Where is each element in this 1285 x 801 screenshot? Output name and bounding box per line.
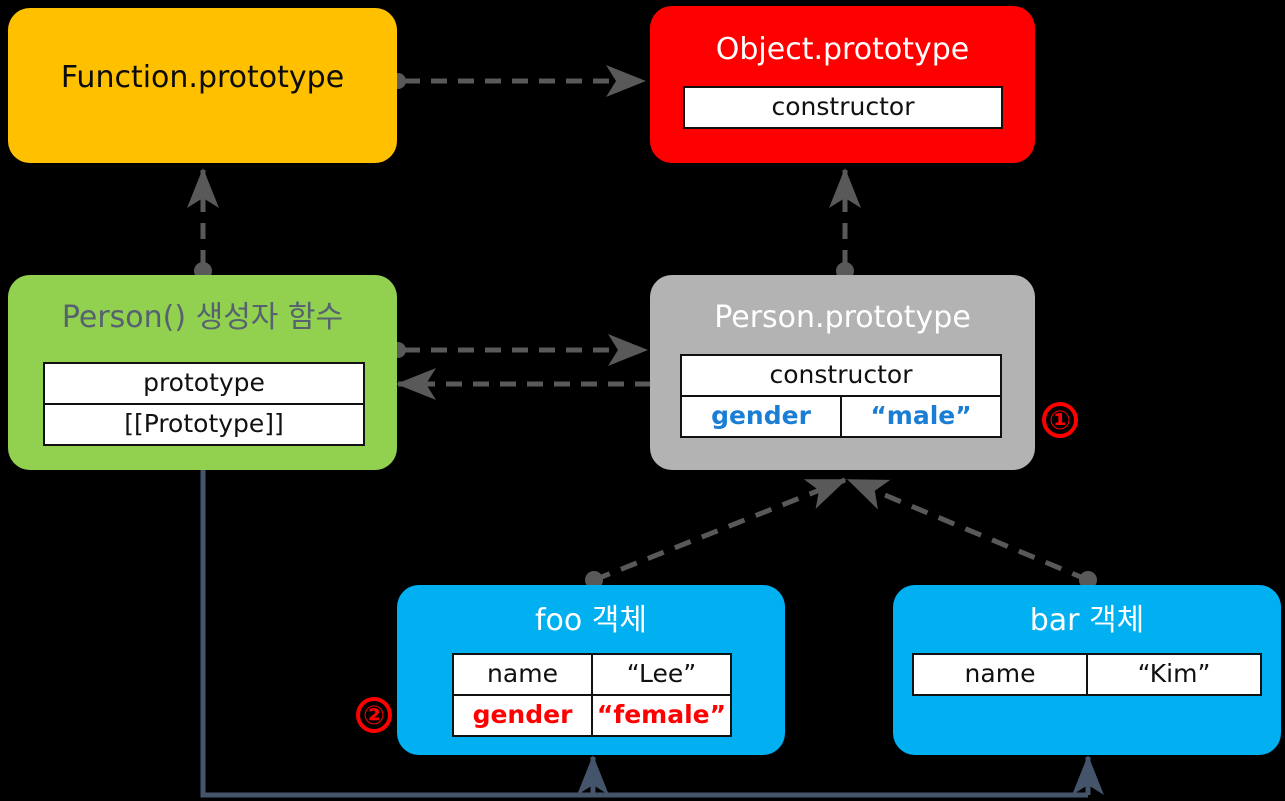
node-function-prototype[interactable]: Function.prototype xyxy=(8,8,397,163)
node-bar-object-slots: name “Kim” xyxy=(912,653,1262,696)
node-bar-object-title: bar 객체 xyxy=(1029,603,1145,638)
slot-row: name “Kim” xyxy=(914,655,1260,694)
slot-row: [[Prototype]] xyxy=(45,403,363,444)
slot-value: “Lee” xyxy=(591,655,730,694)
slot-key: gender xyxy=(682,397,840,436)
node-foo-object-title: foo 객체 xyxy=(534,603,647,638)
node-foo-object[interactable]: foo 객체 name “Lee” gender “female” xyxy=(397,585,785,755)
edge-person-prototype-to-object-prototype xyxy=(828,167,861,280)
node-object-prototype-slots: constructor xyxy=(683,86,1003,129)
node-person-prototype-title: Person.prototype xyxy=(714,300,971,335)
slot-value: “female” xyxy=(591,696,730,735)
slot-key: constructor xyxy=(685,88,1001,127)
node-person-constructor[interactable]: Person() 생성자 함수 prototype [[Prototype]] xyxy=(8,275,397,470)
slot-key: gender xyxy=(454,696,591,735)
edge-person-constructor-to-person-prototype xyxy=(390,333,649,366)
node-foo-object-slots: name “Lee” gender “female” xyxy=(452,653,732,737)
slot-row: gender “female” xyxy=(454,694,730,735)
slot-row: name “Lee” xyxy=(454,655,730,694)
node-object-prototype[interactable]: Object.prototype constructor xyxy=(650,6,1035,163)
node-person-constructor-slots: prototype [[Prototype]] xyxy=(43,362,365,446)
node-bar-object[interactable]: bar 객체 name “Kim” xyxy=(893,585,1281,755)
slot-row: constructor xyxy=(682,356,1000,395)
slot-key: [[Prototype]] xyxy=(45,405,363,444)
node-person-constructor-title: Person() 생성자 함수 xyxy=(61,300,344,335)
slot-key: name xyxy=(914,655,1086,694)
slot-value: “male” xyxy=(840,397,1000,436)
slot-key: constructor xyxy=(682,356,1000,395)
edge-function-prototype-to-object-prototype xyxy=(390,64,647,97)
edge-person-constructor-to-function-prototype xyxy=(186,167,219,280)
slot-row: gender “male” xyxy=(682,395,1000,436)
edge-bar-to-person-prototype xyxy=(847,477,1097,589)
slot-key: name xyxy=(454,655,591,694)
edge-person-prototype-to-person-constructor xyxy=(395,368,692,401)
annotation-marker-two: ② xyxy=(356,697,392,733)
node-person-prototype[interactable]: Person.prototype constructor gender “mal… xyxy=(650,275,1035,470)
slot-key: prototype xyxy=(45,364,363,403)
node-person-prototype-slots: constructor gender “male” xyxy=(680,354,1002,438)
annotation-marker-one: ① xyxy=(1042,402,1078,438)
slot-value: “Kim” xyxy=(1086,655,1260,694)
slot-row: prototype xyxy=(45,364,363,403)
node-object-prototype-title: Object.prototype xyxy=(715,32,970,67)
slot-row: constructor xyxy=(685,88,1001,127)
edge-foo-to-person-prototype xyxy=(585,477,847,589)
node-function-prototype-title: Function.prototype xyxy=(60,60,345,95)
